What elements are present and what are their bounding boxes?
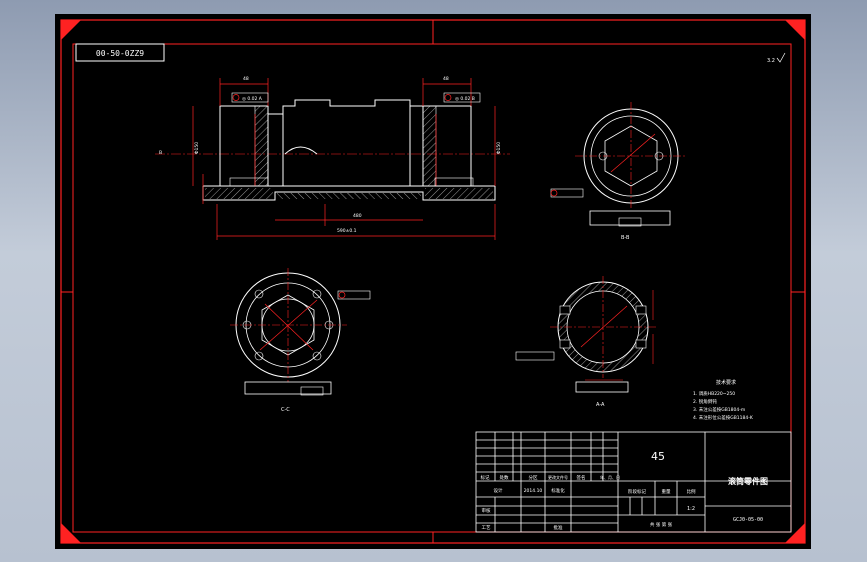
tb-approve: 批准 xyxy=(554,524,563,531)
flange-end-view: C-C xyxy=(230,268,371,413)
corner-mark-tr xyxy=(785,20,805,40)
tb-label-zone: 分区 xyxy=(529,474,538,481)
svg-text:Φ150: Φ150 xyxy=(194,142,200,154)
view-label-bb: B-B xyxy=(621,235,630,241)
drawing-number: 00-50-0ZZ9 xyxy=(96,49,144,58)
main-section-view: ◎ 0.02 A ◎ 0.02 B Φ150 Φ150 590±0.1 480 … xyxy=(155,76,510,240)
section-view-aa: A-A xyxy=(515,276,657,408)
tb-sheets: 共 张 第 张 xyxy=(650,521,673,528)
svg-text:B: B xyxy=(159,150,162,156)
view-label-aa: A-A xyxy=(596,402,605,408)
svg-text:480: 480 xyxy=(353,213,362,219)
tb-design: 设计 xyxy=(494,487,503,494)
centering-marks xyxy=(61,20,805,543)
inner-border xyxy=(72,43,792,533)
tech-req-title: 技术要求 xyxy=(716,379,736,386)
tb-label-signature: 签名 xyxy=(577,474,586,481)
svg-text:48: 48 xyxy=(243,76,249,82)
corner-mark-tl xyxy=(61,20,81,40)
tb-label-change-doc: 更改文件号 xyxy=(548,474,568,480)
svg-text:48: 48 xyxy=(443,76,449,82)
material-value: 45 xyxy=(651,450,665,463)
title-block-text: 45 滚筒零件图 GCJ0-05-00 1:2 标记 处数 分区 更改文件号 签… xyxy=(481,450,769,531)
drawing-code: GCJ0-05-00 xyxy=(733,517,763,523)
tb-scale-label: 比例 xyxy=(687,488,696,495)
corner-mark-br xyxy=(785,523,805,543)
roughness-note: 3.2 xyxy=(767,58,775,64)
svg-text:◎ 0.02 A: ◎ 0.02 A xyxy=(242,96,263,102)
roughness-symbol xyxy=(776,52,786,63)
tb-label-date: 年、月、日 xyxy=(600,474,620,480)
technical-requirements: 技术要求 1. 调质HB220~250 2. 锐角倒钝 3. 未注公差按GB18… xyxy=(693,379,754,421)
section-view-bb: B-B xyxy=(550,102,687,241)
tb-standardize: 标准化 xyxy=(551,487,565,494)
corner-mark-bl xyxy=(61,523,81,543)
drawing-canvas: 00-50-0ZZ9 3.2 xyxy=(60,19,806,544)
tb-label-count: 处数 xyxy=(500,474,509,481)
title-block xyxy=(475,431,792,533)
tb-review: 审核 xyxy=(482,507,491,514)
tech-req-4: 4. 未注形位公差按GB1184-K xyxy=(693,414,754,421)
svg-text:◎ 0.02 B: ◎ 0.02 B xyxy=(455,96,475,102)
drawing-title: 滚筒零件图 xyxy=(728,476,768,486)
tb-label-mark: 标记 xyxy=(481,474,490,481)
svg-text:Φ150: Φ150 xyxy=(496,142,502,154)
tb-weight: 重量 xyxy=(662,488,671,495)
tech-req-3: 3. 未注公差按GB1804-m xyxy=(693,406,745,413)
outer-border xyxy=(60,19,806,544)
drawing-sheet: 00-50-0ZZ9 3.2 xyxy=(55,14,811,549)
tech-req-2: 2. 锐角倒钝 xyxy=(693,398,717,405)
tech-req-1: 1. 调质HB220~250 xyxy=(693,390,735,397)
view-label-cc: C-C xyxy=(281,407,290,413)
tb-date: 2014.10 xyxy=(524,488,543,494)
scale-value: 1:2 xyxy=(687,506,695,512)
drawing-number-box xyxy=(75,43,165,62)
tb-stage: 阶段标记 xyxy=(628,488,646,495)
tb-process: 工艺 xyxy=(482,525,491,531)
svg-text:590±0.1: 590±0.1 xyxy=(337,228,357,234)
